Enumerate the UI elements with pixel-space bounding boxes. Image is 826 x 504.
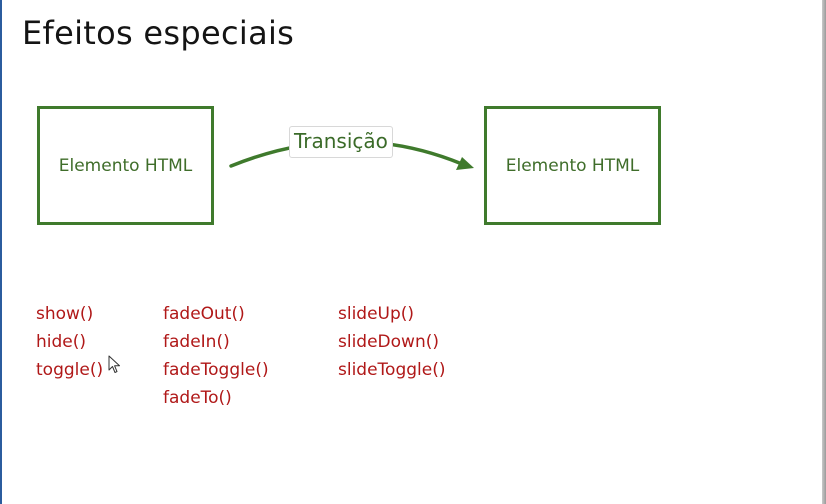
method-item: fadeIn() [163, 332, 230, 352]
method-item: slideToggle() [338, 360, 446, 380]
method-column-fade: fadeOut() fadeIn() fadeToggle() fadeTo() [163, 300, 269, 412]
method-item: slideDown() [338, 332, 439, 352]
transition-label: Transição [289, 126, 393, 158]
method-item: toggle() [36, 360, 104, 380]
method-item: fadeTo() [163, 388, 232, 408]
source-element-box: Elemento HTML [37, 106, 214, 225]
slide-title: Efeitos especiais [22, 14, 295, 52]
source-element-label: Elemento HTML [58, 155, 193, 176]
method-item: fadeOut() [163, 304, 245, 324]
target-element-label: Elemento HTML [505, 155, 640, 176]
method-item: hide() [36, 332, 87, 352]
method-column-show-hide: show() hide() toggle() [36, 300, 103, 384]
mouse-pointer-icon [108, 355, 120, 373]
target-element-box: Elemento HTML [484, 106, 661, 225]
right-frame-edge [822, 0, 826, 504]
method-item: show() [36, 304, 94, 324]
transition-arrow-head [456, 157, 474, 170]
left-frame-edge [0, 0, 2, 504]
method-column-slide: slideUp() slideDown() slideToggle() [338, 300, 445, 384]
method-item: fadeToggle() [163, 360, 269, 380]
method-item: slideUp() [338, 304, 415, 324]
